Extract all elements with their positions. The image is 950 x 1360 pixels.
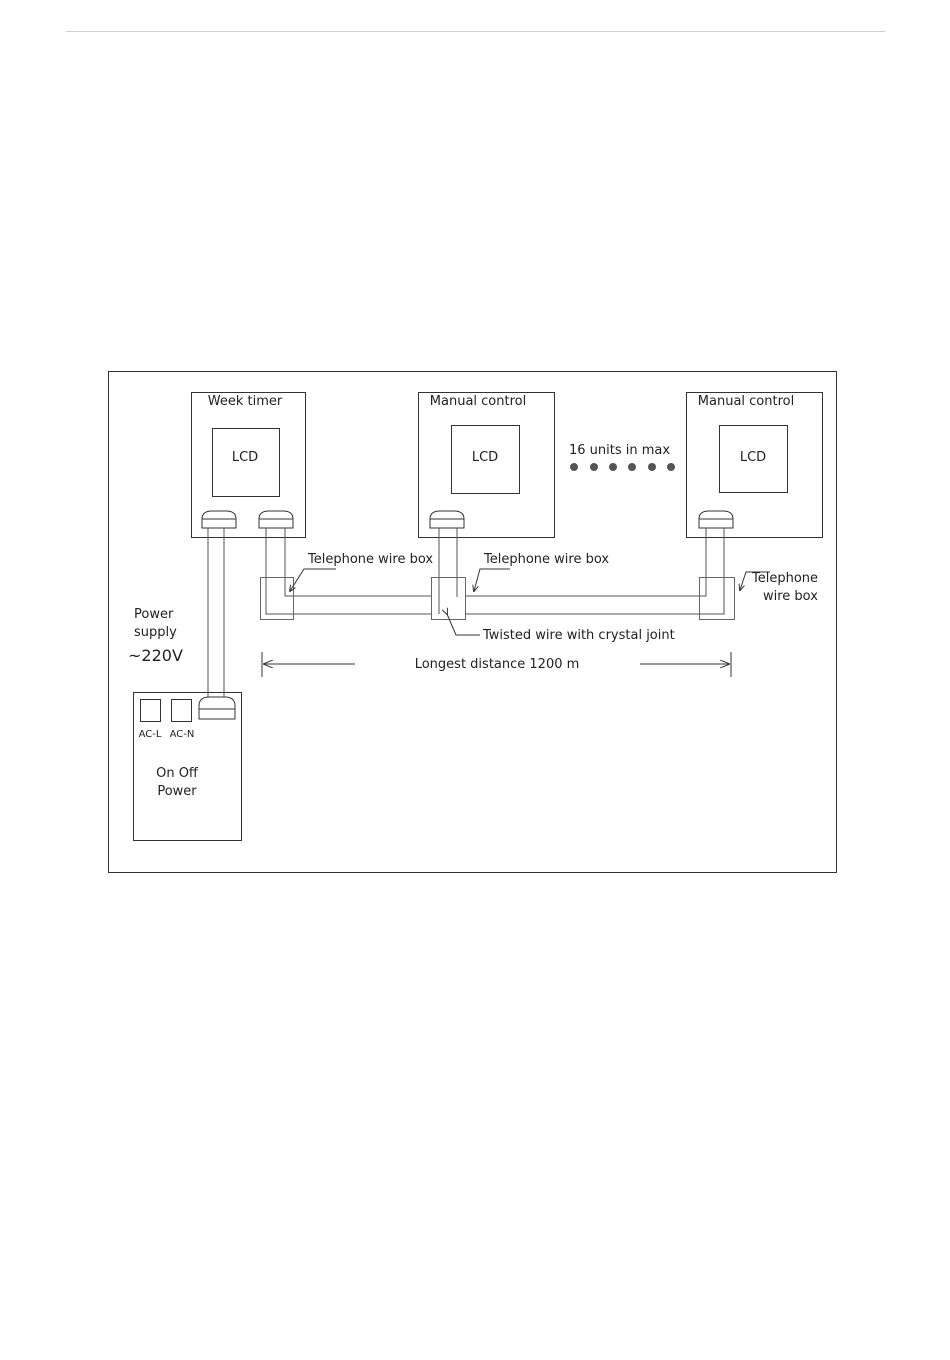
week-timer-bus-connector <box>259 511 293 528</box>
distance-label: Longest distance 1200 m <box>415 657 580 672</box>
power-box-label-line2: Power <box>157 784 197 799</box>
power-supply-label-line2: supply <box>134 625 177 640</box>
wire-box-left <box>261 578 294 620</box>
ellipsis-dots <box>570 463 675 471</box>
wire-box-left-label: Telephone wire box <box>307 552 433 567</box>
power-cable <box>208 528 224 697</box>
wire-box-middle-label: Telephone wire box <box>483 552 609 567</box>
week-timer-power-connector <box>202 511 236 528</box>
power-supply-label-line1: Power <box>134 607 174 622</box>
callout-middle <box>474 569 510 591</box>
power-box: AC-L AC-N On Off Power <box>134 693 242 841</box>
wire-box-right <box>700 578 735 620</box>
week-timer-unit: Week timer LCD <box>192 393 306 538</box>
wire-box-right-label-line1: Telephone <box>751 571 818 586</box>
bus-cable-manual-control-2 <box>699 528 724 614</box>
diagram-frame <box>109 372 837 873</box>
power-supply-voltage: ~220V <box>128 646 183 665</box>
power-box-connector <box>199 697 235 719</box>
callout-twisted-wire <box>447 614 480 635</box>
manual-control-2-lcd-label: LCD <box>740 450 766 465</box>
twisted-pair-trunk <box>294 596 699 614</box>
wire-box-right-label-line2: wire box <box>763 589 818 604</box>
manual-control-unit-2: Manual control LCD <box>687 393 823 538</box>
callout-left <box>290 569 336 591</box>
power-box-label-line1: On Off <box>156 766 199 781</box>
manual-control-1-lcd-label: LCD <box>472 450 498 465</box>
week-timer-lcd-label: LCD <box>232 450 258 465</box>
bus-cable-week-timer <box>266 528 294 614</box>
week-timer-title: Week timer <box>208 394 283 409</box>
wire-box-middle <box>432 578 466 620</box>
manual-control-unit-1: Manual control LCD <box>419 393 555 538</box>
twisted-wire-label: Twisted wire with crystal joint <box>482 628 675 643</box>
manual-control-2-connector <box>699 511 733 528</box>
terminal-ac-n <box>172 700 192 722</box>
manual-control-1-connector <box>430 511 464 528</box>
bus-cable-manual-control-1 <box>439 528 457 614</box>
max-units-label: 16 units in max <box>569 443 670 458</box>
terminal-ac-l-label: AC-L <box>139 729 162 740</box>
terminal-ac-n-label: AC-N <box>170 729 195 740</box>
manual-control-1-title: Manual control <box>430 394 526 409</box>
terminal-ac-l <box>141 700 161 722</box>
manual-control-2-title: Manual control <box>698 394 794 409</box>
